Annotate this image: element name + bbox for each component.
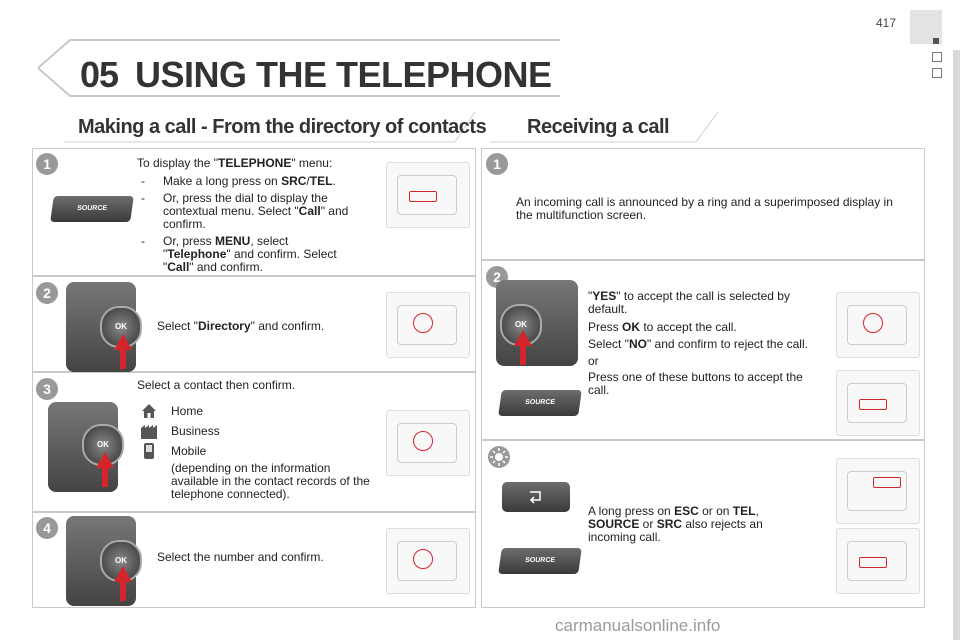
source-button-image: SOURCE <box>498 390 582 416</box>
esc-button-image <box>502 482 570 512</box>
step-number: 1 <box>486 153 508 175</box>
left-section-title: Making a call - From the directory of co… <box>78 116 487 138</box>
left-step4-text: Select the number and confirm. <box>157 550 324 564</box>
right-step1-box <box>481 148 925 260</box>
control-panel-image <box>836 370 920 436</box>
red-arrow-icon <box>96 452 114 468</box>
margin-tab <box>910 10 942 44</box>
right-step2-text: "YES" to accept the call is selected by … <box>588 289 808 397</box>
header-shape <box>37 39 560 97</box>
left-step2-text: Select "Directory" and confirm. <box>157 319 325 333</box>
contact-type-home: Home <box>171 404 204 418</box>
margin-bar <box>953 50 960 640</box>
right-section-title: Receiving a call <box>527 116 670 138</box>
red-arrow-shaft <box>102 467 108 487</box>
red-arrow-shaft <box>120 349 126 369</box>
red-arrow-icon <box>114 334 132 350</box>
source-button-image: SOURCE <box>498 548 582 574</box>
mobile-icon <box>144 443 154 459</box>
left-title-underline <box>64 111 476 143</box>
red-arrow-shaft <box>120 581 126 601</box>
tab-marker <box>932 52 942 62</box>
step-number: 3 <box>36 378 58 400</box>
page-number: 417 <box>876 16 897 30</box>
left-step3-text: Select a contact then confirm. <box>137 378 296 392</box>
step-number: 1 <box>36 153 58 175</box>
right-title-underline <box>490 111 719 143</box>
control-panel-image <box>836 528 920 594</box>
contact-note: (depending on the information available … <box>171 461 370 501</box>
step-number: 4 <box>36 517 58 539</box>
control-panel-image <box>386 528 470 594</box>
business-icon <box>141 425 157 439</box>
contact-type-business: Business <box>171 424 220 438</box>
sun-icon <box>488 446 510 468</box>
page-title: USING THE TELEPHONE <box>135 54 552 95</box>
contact-type-mobile: Mobile <box>171 444 207 458</box>
right-step3-text: A long press on ESC or on TEL, SOURCE or… <box>588 504 763 544</box>
control-panel-image <box>386 292 470 358</box>
control-panel-image <box>836 458 920 524</box>
red-arrow-shaft <box>520 345 526 365</box>
control-panel-image <box>386 162 470 228</box>
red-arrow-icon <box>514 330 532 346</box>
watermark: carmanualsonline.info <box>555 616 721 635</box>
tab-marker <box>932 68 942 78</box>
home-icon <box>142 404 156 418</box>
source-button-image: SOURCE <box>50 196 134 222</box>
step-number: 2 <box>36 282 58 304</box>
right-step1-text: An incoming call is announced by a ring … <box>516 195 893 222</box>
control-panel-image <box>386 410 470 476</box>
left-step1-text: To display the "TELEPHONE" menu: -Make a… <box>137 156 349 274</box>
red-arrow-icon <box>114 566 132 582</box>
chapter-number: 05 <box>80 54 119 95</box>
control-panel-image <box>836 292 920 358</box>
